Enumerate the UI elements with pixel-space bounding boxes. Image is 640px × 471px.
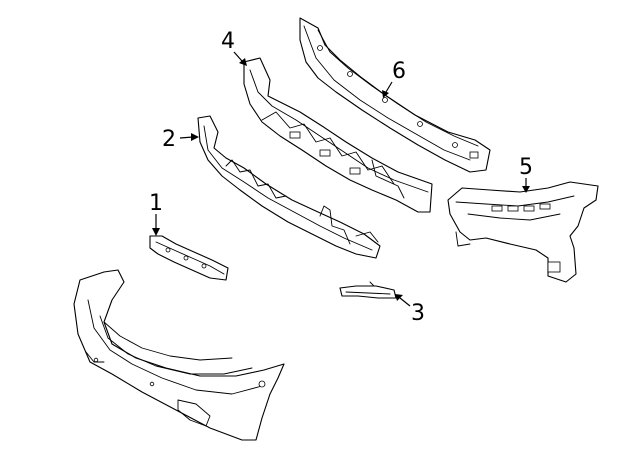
callout-6-arrowhead: [382, 90, 389, 98]
callout-1: 1: [149, 191, 163, 236]
bumper-cover: [73, 269, 285, 441]
callout-2-label: 2: [162, 127, 176, 152]
callout-1-label: 1: [149, 191, 163, 216]
callout-3-leader: [399, 297, 411, 307]
part-3-clip-strip: [339, 281, 397, 299]
callout-6-label: 6: [392, 59, 406, 84]
callout-5-arrowhead: [522, 186, 530, 193]
callout-4: 4: [221, 29, 247, 66]
part-2-lower-support: [197, 115, 381, 259]
callout-4-label: 4: [221, 29, 235, 54]
part-5-side-bracket: [447, 181, 599, 283]
callout-2: 2: [162, 127, 199, 152]
callout-1-arrowhead: [152, 228, 160, 236]
callout-5-label: 5: [519, 155, 533, 180]
callout-2-leader: [179, 136, 194, 139]
callout-6-leader: [385, 81, 393, 93]
callout-2-arrowhead: [191, 133, 199, 141]
callout-6: 6: [382, 59, 406, 98]
callout-4-leader: [233, 51, 243, 62]
part-1-small-bracket: [149, 235, 229, 281]
callout-3-label: 3: [411, 301, 425, 326]
callout-4-arrowhead: [239, 58, 247, 66]
part-4-energy-absorber: [243, 57, 433, 213]
callout-3: 3: [395, 294, 425, 326]
callout-3-arrowhead: [395, 294, 403, 301]
part-6-reinforcement-bar: [299, 17, 491, 173]
callout-5: 5: [519, 155, 533, 193]
